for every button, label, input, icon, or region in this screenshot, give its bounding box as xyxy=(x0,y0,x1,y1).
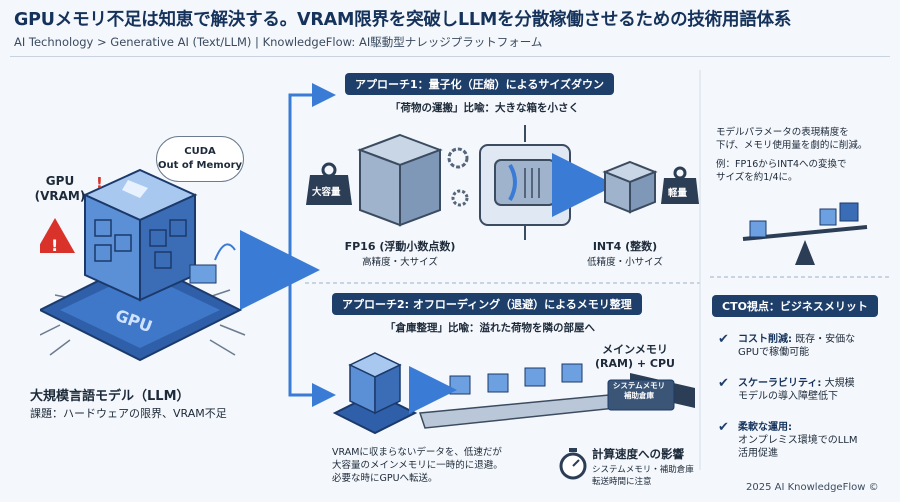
cto-item-text: 既存・安価な xyxy=(795,334,856,345)
page-title: GPUメモリ不足は知恵で解決する。VRAM限界を突破しLLMを分散稼働させるため… xyxy=(14,10,792,30)
model-subtitle: 課題：ハードウェアの限界、VRAM不足 xyxy=(30,407,227,420)
approach2-description: VRAMに収まらないデータを、低速だが 大容量のメインメモリに一時的に退避。 必… xyxy=(332,446,552,485)
tag-light: 軽量 xyxy=(668,187,688,199)
svg-text:!: ! xyxy=(51,236,58,255)
svg-text:!: ! xyxy=(96,174,103,192)
cto-item-text: GPUで稼働可能 xyxy=(738,347,810,358)
speed-impact-title: 計算速度への影響 xyxy=(592,447,684,461)
tag-large: 大容量 xyxy=(312,186,341,198)
int4-sub: 低精度・小サイズ xyxy=(587,257,663,268)
approach1-description: モデルパラメータの表現精度を 下げ、メモリ使用量を劇的に削減。 例：FP16から… xyxy=(716,126,896,184)
warehouse-label: システムメモリ 補助倉庫 xyxy=(604,381,674,401)
gpu-illustration: GPU ! ! xyxy=(40,168,246,362)
cto-item-text: 活用促進 xyxy=(738,448,778,459)
check-circle-icon: ✔ xyxy=(718,376,729,391)
cto-item-cost: ✔ コスト削減: 既存・安価な GPUで稼働可能 xyxy=(718,333,890,359)
approach1-desc-line4: サイズを約1/4に。 xyxy=(716,172,798,183)
check-circle-icon: ✔ xyxy=(718,420,729,435)
cto-item-flexibility: ✔ 柔軟な運用: オンプレミス環境でのLLM 活用促進 xyxy=(718,421,890,460)
speed-impact-sub: システムメモリ・補助倉庫 転送時間に注意 xyxy=(592,464,694,488)
fp16-sub: 高精度・大サイズ xyxy=(362,257,438,268)
model-title: 大規模言語モデル（LLM） xyxy=(30,389,190,404)
cto-item-text: 大規模 xyxy=(824,378,855,389)
balance-scale-icon xyxy=(742,202,868,265)
speed-sub-line1: システムメモリ・補助倉庫 xyxy=(592,465,694,475)
offloading-illustration xyxy=(332,352,695,435)
stopwatch-icon xyxy=(559,448,587,480)
gpu-label: GPU xyxy=(45,174,75,188)
gpu-vram-label: GPU (VRAM) xyxy=(30,174,90,204)
check-circle-icon: ✔ xyxy=(718,332,729,347)
fp16-title: FP16 (浮動小数点数) xyxy=(344,240,456,253)
vram-label: (VRAM) xyxy=(34,189,86,203)
cto-item-text: モデルの導入障壁低下 xyxy=(738,391,838,402)
ram-title-line2: (RAM) + CPU xyxy=(595,357,675,370)
breadcrumb: AI Technology > Generative AI (Text/LLM)… xyxy=(14,35,543,49)
approach1-desc-line3: 例：FP16からINT4への変換で xyxy=(716,159,847,170)
approach2-desc-line3: 必要な時にGPUへ転送。 xyxy=(332,473,438,484)
cto-item-lead: コスト削減: xyxy=(738,334,792,345)
warehouse-line1: システムメモリ xyxy=(612,381,666,390)
header-divider xyxy=(10,56,890,57)
approach2-banner: アプローチ2: オフローディング（退避）によるメモリ整理 xyxy=(332,293,642,315)
speed-sub-line2: 転送時間に注意 xyxy=(592,477,652,487)
quantization-illustration: 大容量 軽量 xyxy=(306,125,699,240)
oom-bubble: CUDA Out of Memory xyxy=(156,136,244,182)
oom-bubble-line1: CUDA xyxy=(184,146,216,157)
approach2-desc-line1: VRAMに収まらないデータを、低速だが xyxy=(332,447,502,458)
ram-title: メインメモリ (RAM) + CPU xyxy=(580,343,690,371)
cto-item-scalability: ✔ スケーラビリティ: 大規模 モデルの導入障壁低下 xyxy=(718,377,890,403)
cto-banner: CTO視点：ビジネスメリット xyxy=(712,295,878,317)
cto-item-lead: スケーラビリティ: xyxy=(738,378,822,389)
cto-item-text: オンプレミス環境でのLLM xyxy=(738,435,858,446)
int4-title: INT4 (整数) xyxy=(592,240,658,253)
oom-bubble-line2: Out of Memory xyxy=(157,160,243,171)
approach1-desc-line1: モデルパラメータの表現精度を xyxy=(716,127,849,138)
warehouse-line2: 補助倉庫 xyxy=(624,391,654,400)
copyright: 2025 AI KnowledgeFlow © xyxy=(746,482,879,493)
approach1-banner: アプローチ1：量子化（圧縮）によるサイズダウン xyxy=(345,73,614,95)
ram-title-line1: メインメモリ xyxy=(602,343,668,356)
approach1-desc-line2: 下げ、メモリ使用量を劇的に削減。 xyxy=(716,140,868,151)
approach2-metaphor: 「倉庫整理」比喩：溢れた荷物を隣の部屋へ xyxy=(385,322,595,334)
approach2-desc-line2: 大容量のメインメモリに一時的に退避。 xyxy=(332,460,503,471)
cto-item-lead: 柔軟な運用: xyxy=(738,422,792,433)
approach1-metaphor: 「荷物の運搬」比喩：大きな箱を小さく xyxy=(390,102,579,114)
